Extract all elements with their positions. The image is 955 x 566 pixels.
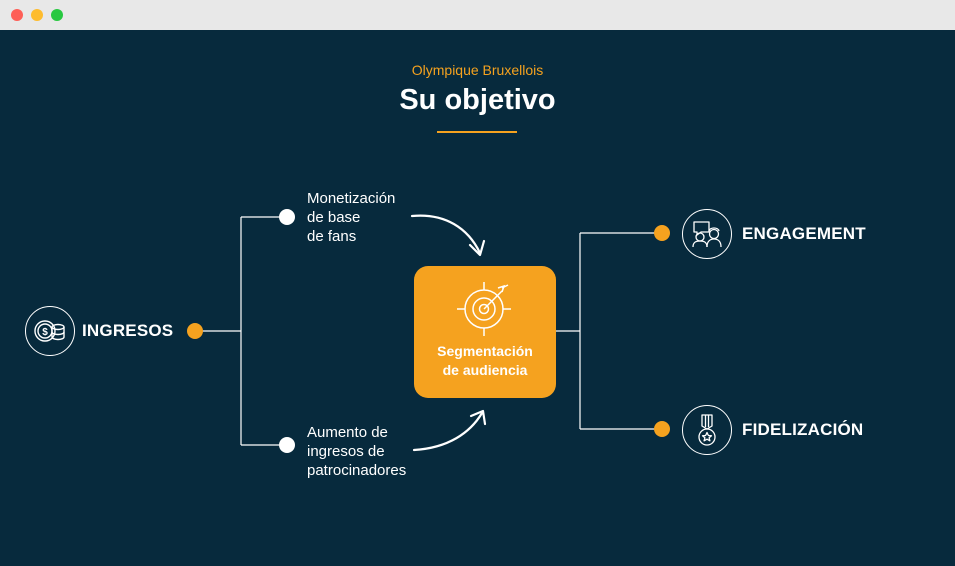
window-titlebar [0, 0, 955, 31]
arrow-bottom-head [469, 409, 487, 426]
arrow-top [410, 214, 482, 255]
svg-text:$: $ [42, 327, 48, 338]
engagement-dot [654, 225, 670, 241]
diagram-canvas: Olympique Bruxellois Su objetivo [0, 30, 955, 566]
coins-icon: $ [34, 320, 65, 342]
title-underline [437, 131, 517, 133]
ingresos-dot [187, 323, 203, 339]
ingresos-label: INGRESOS [82, 321, 174, 340]
people-icon [692, 221, 722, 248]
fidelizacion-icon-circle [682, 405, 732, 455]
engagement-icon-circle [682, 209, 732, 259]
branch-text-patrocinadores: Aumento de ingresos de patrocinadores [307, 424, 407, 479]
branch-text-monetizacion: Monetización de base de fans [307, 190, 396, 245]
minimize-window-button[interactable] [31, 9, 43, 21]
close-window-button[interactable] [11, 9, 23, 21]
segmentacion-box: Segmentación de audiencia [414, 266, 556, 398]
target-icon [457, 282, 511, 336]
page-subtitle: Olympique Bruxellois [411, 62, 544, 78]
engagement-label: ENGAGEMENT [742, 224, 866, 243]
medal-icon [698, 414, 716, 446]
ingresos-icon-circle: $ [25, 306, 75, 356]
fidelizacion-dot [654, 421, 670, 437]
fidelizacion-label: FIDELIZACIÓN [742, 420, 864, 439]
arrow-top-head [468, 239, 486, 257]
maximize-window-button[interactable] [51, 9, 63, 21]
branch-dot-bottom [279, 437, 295, 453]
connector-lines [196, 214, 662, 452]
page-title: Su objetivo [399, 84, 556, 116]
branch-dot-top [279, 209, 295, 225]
segmentacion-label: Segmentación de audiencia [437, 343, 533, 378]
arrow-bottom [412, 411, 484, 452]
